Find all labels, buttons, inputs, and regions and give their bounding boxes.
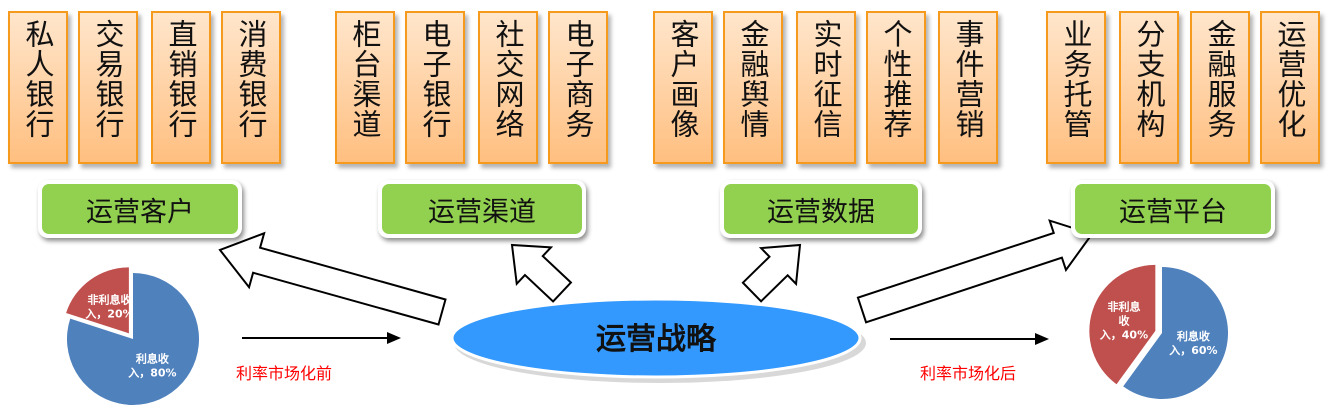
slice-label: 入，80% [128, 367, 176, 380]
strategy-ellipse [450, 297, 862, 379]
item-box: 个性推荐 [866, 11, 926, 164]
arrow-to-platform [856, 219, 1094, 324]
interest-income-slice [1123, 267, 1228, 399]
operations-data-box: 运营数据 [720, 180, 922, 238]
operations-platform-box: 运营平台 [1071, 180, 1275, 238]
arrow-to-data [741, 243, 802, 303]
item-box: 交易银行 [78, 11, 138, 164]
item-box: 分支机构 [1119, 11, 1179, 164]
item-box: 金融舆情 [723, 11, 783, 164]
interest-income-slice [67, 273, 199, 406]
item-box: 业务托管 [1046, 11, 1106, 164]
item-label: 事件营销 [951, 19, 985, 139]
slice-label: 非利息收 [87, 293, 131, 307]
item-label: 金融舆情 [736, 19, 770, 139]
group-title: 运营渠道 [382, 184, 582, 234]
item-box: 消费银行 [221, 11, 281, 164]
group-title: 运营平台 [1075, 184, 1271, 234]
item-box: 客户画像 [653, 11, 713, 164]
item-box: 金融服务 [1190, 11, 1250, 164]
slice-label: 收 [1118, 314, 1129, 328]
operations-customer-box: 运营客户 [38, 180, 242, 238]
item-label: 电子银行 [418, 19, 452, 139]
item-box: 柜台渠道 [335, 11, 395, 164]
slice-label: 非利息 [1107, 300, 1140, 314]
slice-label: 入，60% [1169, 344, 1217, 357]
item-box: 社交网络 [478, 11, 538, 164]
item-box: 事件营销 [938, 11, 998, 164]
item-label: 个性推荐 [879, 19, 913, 139]
item-label: 私人银行 [21, 19, 55, 139]
item-label: 电子商务 [561, 19, 595, 139]
slice-label: 入，40% [1100, 329, 1148, 342]
group-title: 运营客户 [42, 184, 238, 234]
operations-channel-box: 运营渠道 [378, 180, 586, 238]
slice-label: 利息收 [1177, 329, 1210, 343]
non-interest-income-slice [66, 267, 129, 334]
item-label: 交易银行 [91, 19, 125, 139]
strategy-label: 运营战略 [596, 322, 717, 357]
item-label: 消费银行 [234, 19, 268, 139]
item-label: 社交网络 [491, 19, 525, 139]
item-label: 实时征信 [809, 19, 843, 139]
item-box: 电子银行 [405, 11, 465, 164]
item-box: 私人银行 [8, 11, 68, 164]
after-arrow-head [1035, 333, 1049, 345]
item-label: 金融服务 [1203, 19, 1237, 139]
item-label: 业务托管 [1059, 19, 1093, 139]
item-label: 运营优化 [1273, 19, 1307, 139]
item-label: 柜台渠道 [348, 19, 382, 139]
after-label: 利率市场化后 [920, 364, 1017, 383]
item-box: 实时征信 [796, 11, 856, 164]
slice-label: 利息收 [136, 352, 169, 366]
item-box: 直销银行 [151, 11, 211, 164]
before-label: 利率市场化前 [236, 364, 333, 383]
before-arrow-head [387, 332, 401, 344]
arrow-to-channel [510, 243, 573, 303]
item-box: 运营优化 [1260, 11, 1320, 164]
non-interest-income-slice [1089, 264, 1156, 385]
slice-label: 入，20% [85, 308, 133, 321]
item-label: 直销银行 [164, 19, 198, 139]
item-label: 客户画像 [666, 19, 700, 139]
group-title: 运营数据 [724, 184, 918, 234]
item-box: 电子商务 [548, 11, 608, 164]
item-label: 分支机构 [1132, 19, 1166, 139]
arrow-to-customer [218, 231, 447, 326]
